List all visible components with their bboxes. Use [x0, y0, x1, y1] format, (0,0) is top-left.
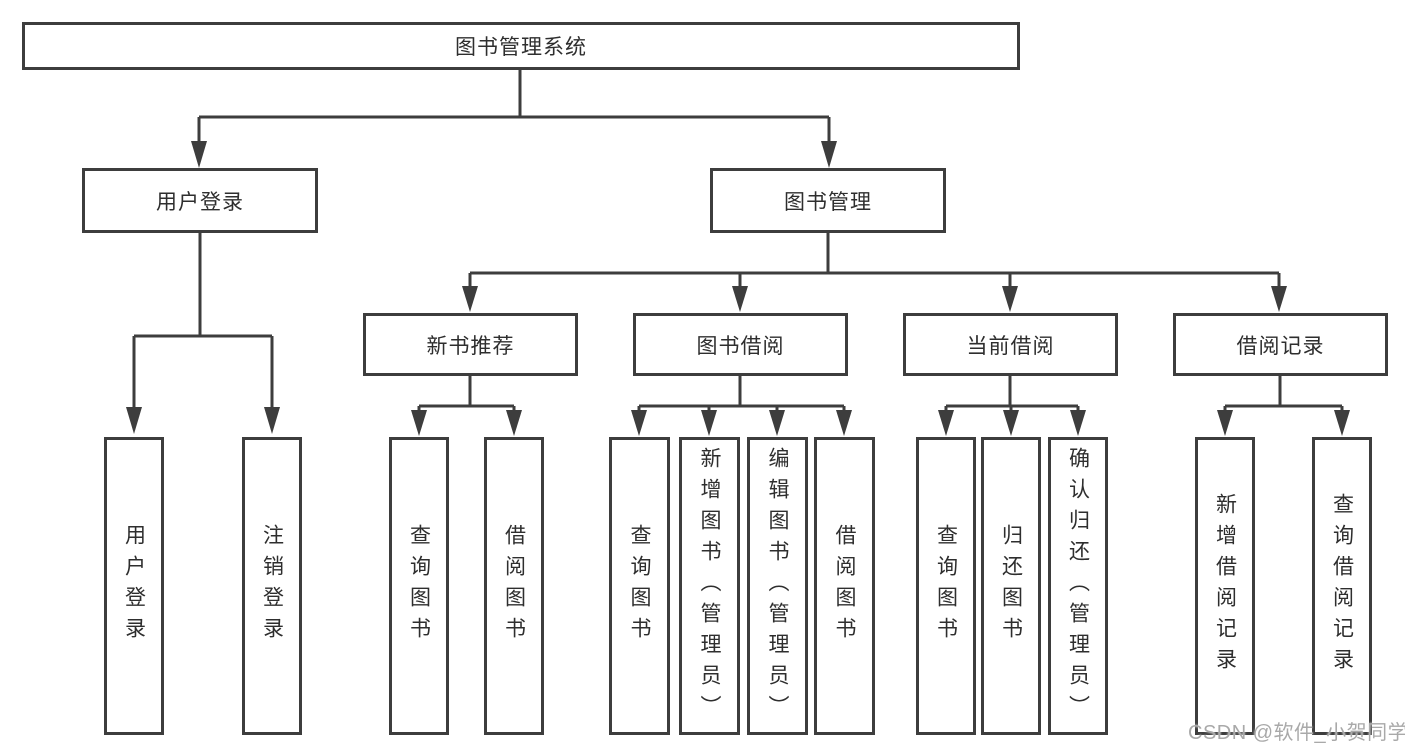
leaf-borrow-books-recommend: 借阅图书	[484, 437, 544, 735]
leaf-borrow-books-borrowing: 借阅图书	[814, 437, 875, 735]
root-node-library-system: 图书管理系统	[22, 22, 1020, 70]
leaf-edit-books-admin: 编辑图书（管理员）	[747, 437, 808, 735]
csdn-watermark: CSDN @软件_小贺同学	[1188, 722, 1405, 744]
leaf-query-books-borrowing: 查询图书	[609, 437, 670, 735]
node-borrowing-records: 借阅记录	[1173, 313, 1388, 376]
node-book-borrowing: 图书借阅	[633, 313, 848, 376]
node-book-management: 图书管理	[710, 168, 946, 233]
leaf-add-borrow-record: 新增借阅记录	[1195, 437, 1255, 735]
leaf-query-books-current: 查询图书	[916, 437, 976, 735]
leaf-query-books-recommend: 查询图书	[389, 437, 449, 735]
leaf-add-books-admin: 新增图书（管理员）	[679, 437, 740, 735]
node-new-book-recommend: 新书推荐	[363, 313, 578, 376]
leaf-query-borrow-record: 查询借阅记录	[1312, 437, 1372, 735]
leaf-logout: 注销登录	[242, 437, 302, 735]
leaf-user-login: 用户登录	[104, 437, 164, 735]
node-user-login: 用户登录	[82, 168, 318, 233]
node-current-borrowing: 当前借阅	[903, 313, 1118, 376]
leaf-return-books: 归还图书	[981, 437, 1041, 735]
leaf-confirm-return-admin: 确认归还（管理员）	[1048, 437, 1108, 735]
